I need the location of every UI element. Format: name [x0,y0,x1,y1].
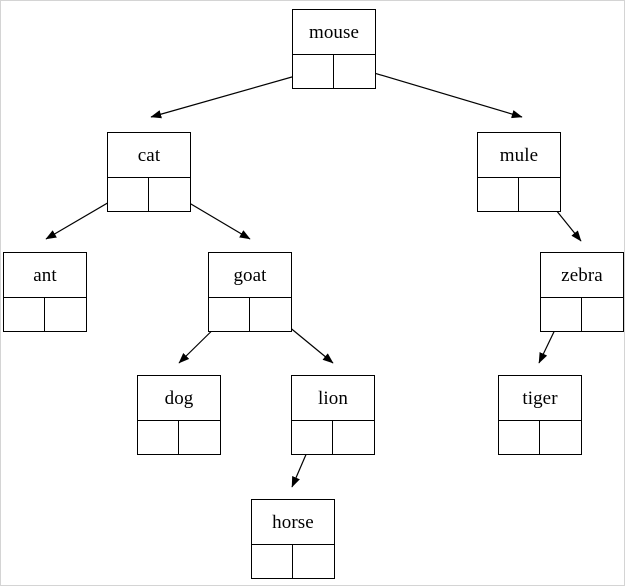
right-pointer-cell-horse[interactable] [293,545,334,578]
tree-node-tiger[interactable]: tiger [498,375,582,455]
tree-node-lion[interactable]: lion [291,375,375,455]
tree-node-dog[interactable]: dog [137,375,221,455]
node-pointers-lion [292,421,374,454]
right-pointer-cell-dog[interactable] [179,421,220,454]
tree-node-zebra[interactable]: zebra [540,252,624,332]
right-pointer-cell-zebra[interactable] [582,298,623,331]
node-label-tiger: tiger [499,376,581,421]
right-pointer-cell-ant[interactable] [45,298,86,331]
tree-node-mule[interactable]: mule [477,132,561,212]
edge-mouse-to-cat [150,70,314,119]
right-pointer-cell-goat[interactable] [250,298,291,331]
right-pointer-cell-tiger[interactable] [540,421,581,454]
left-pointer-cell-mule[interactable] [478,178,519,211]
tree-node-goat[interactable]: goat [208,252,292,332]
node-pointers-dog [138,421,220,454]
right-pointer-cell-mule[interactable] [519,178,560,211]
tree-node-horse[interactable]: horse [251,499,335,579]
node-label-zebra: zebra [541,253,623,298]
left-pointer-cell-goat[interactable] [209,298,250,331]
left-pointer-cell-dog[interactable] [138,421,179,454]
node-pointers-ant [4,298,86,331]
left-pointer-cell-horse[interactable] [252,545,293,578]
node-label-horse: horse [252,500,334,545]
node-pointers-mule [478,178,560,211]
node-pointers-zebra [541,298,623,331]
left-pointer-cell-zebra[interactable] [541,298,582,331]
node-pointers-tiger [499,421,581,454]
node-pointers-cat [108,178,190,211]
right-pointer-cell-lion[interactable] [333,421,374,454]
tree-node-ant[interactable]: ant [3,252,87,332]
node-label-mule: mule [478,133,560,178]
node-pointers-goat [209,298,291,331]
node-label-ant: ant [4,253,86,298]
node-label-cat: cat [108,133,190,178]
left-pointer-cell-ant[interactable] [4,298,45,331]
node-label-mouse: mouse [293,10,375,55]
right-pointer-cell-cat[interactable] [149,178,190,211]
node-label-goat: goat [209,253,291,298]
right-pointer-cell-mouse[interactable] [334,55,375,88]
tree-node-cat[interactable]: cat [107,132,191,212]
node-label-dog: dog [138,376,220,421]
edge-mouse-to-mule [353,66,523,119]
node-label-lion: lion [292,376,374,421]
left-pointer-cell-lion[interactable] [292,421,333,454]
tree-node-mouse[interactable]: mouse [292,9,376,89]
node-pointers-horse [252,545,334,578]
left-pointer-cell-tiger[interactable] [499,421,540,454]
left-pointer-cell-mouse[interactable] [293,55,334,88]
node-pointers-mouse [293,55,375,88]
left-pointer-cell-cat[interactable] [108,178,149,211]
